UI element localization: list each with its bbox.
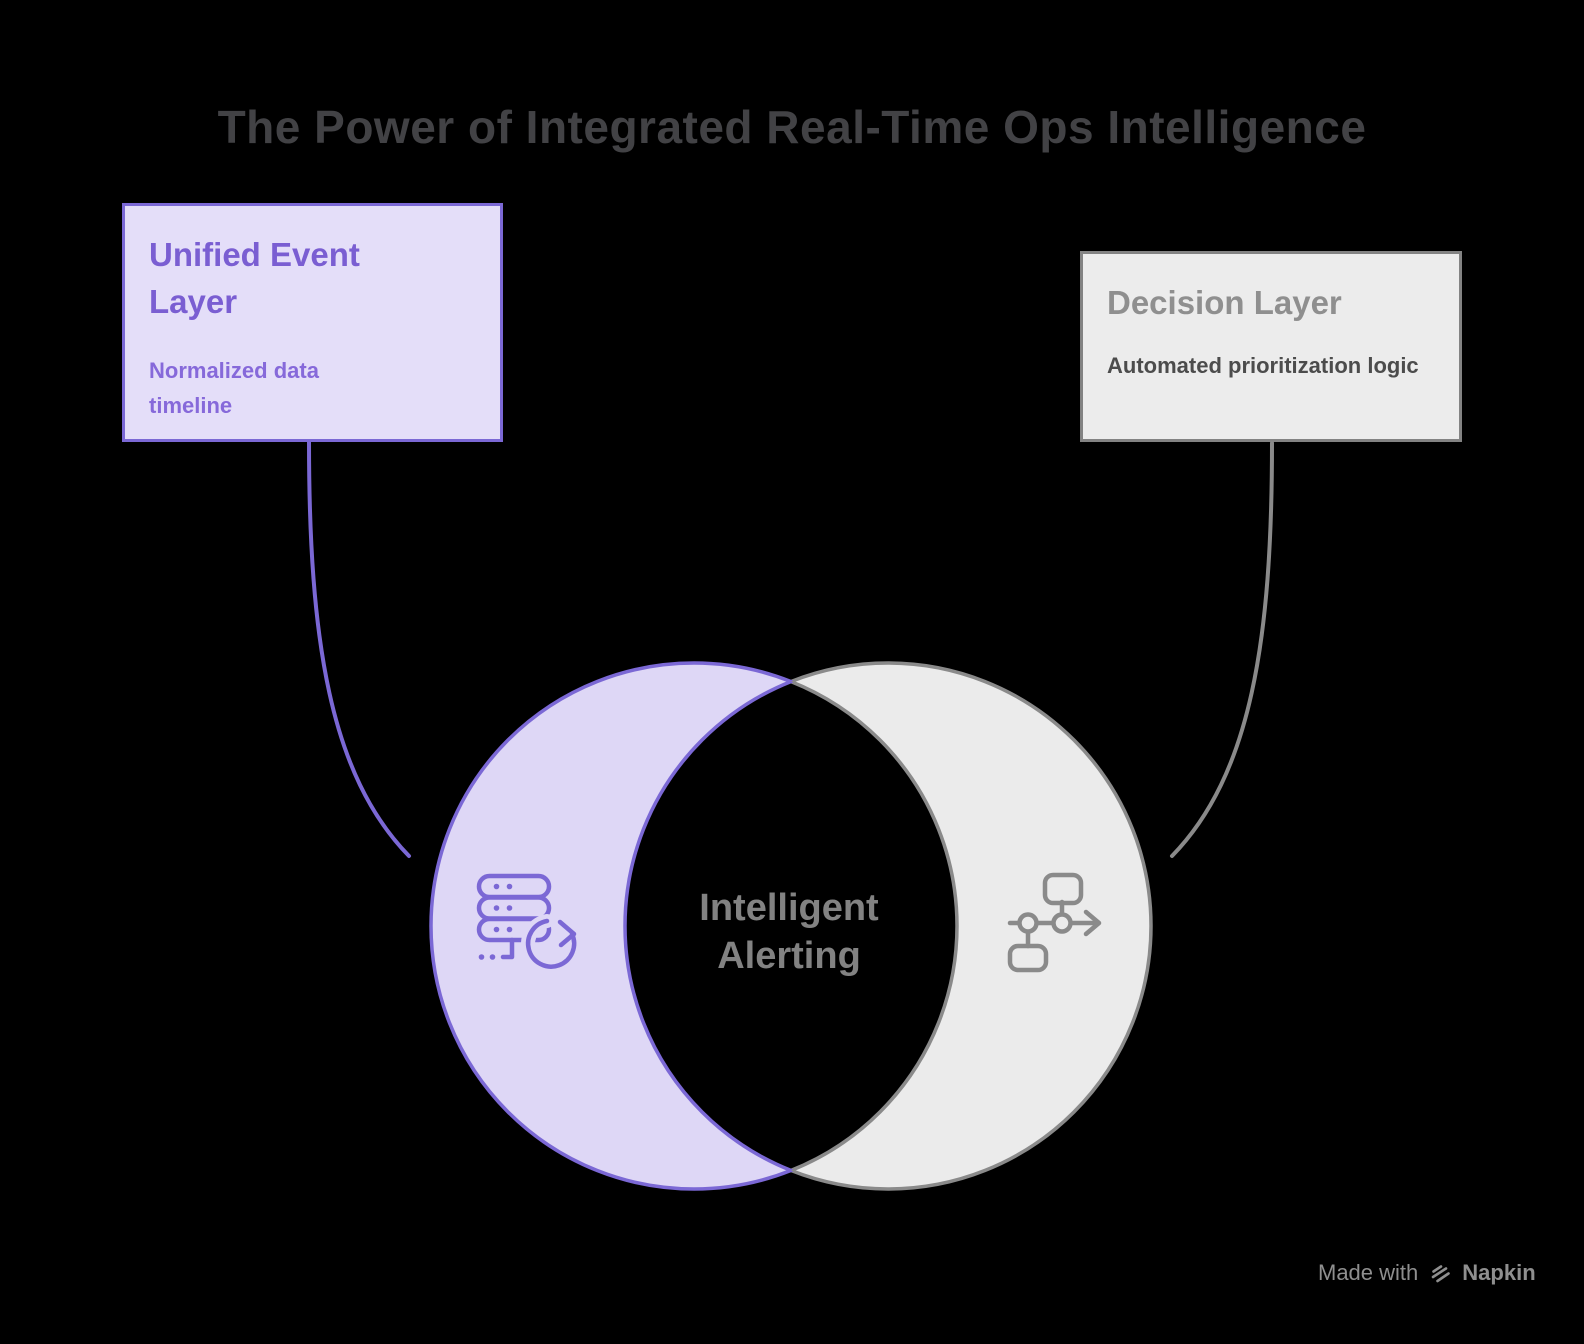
page-title: The Power of Integrated Real-Time Ops In… [217,101,1367,153]
decision-layer-heading: Decision Layer [1107,284,1342,321]
right-connector-line [1170,441,1274,858]
unified-event-layer-card: Unified Event Layer Normalized data time… [122,203,503,442]
unified-event-layer-subtitle: Normalized data timeline [149,357,319,419]
venn-right-crescent [625,663,1151,1189]
left-connector-line [307,440,411,858]
intersection-label-line2: Alerting [717,935,861,977]
decision-layer-card: Decision Layer Automated prioritization … [1080,251,1462,442]
watermark-prefix: Made with [1318,1260,1419,1285]
made-with-napkin-watermark: Made with Napkin [1318,1258,1536,1288]
unified-event-layer-heading: Unified Event Layer [149,236,360,320]
server-sync-icon [476,873,582,974]
workflow-icon [1007,872,1102,973]
venn-right-circle-inner-arc [623,663,957,1189]
napkin-logo-icon [1431,1265,1451,1283]
intersection-label-line1: Intelligent [699,887,879,929]
watermark-brand: Napkin [1462,1260,1536,1285]
decision-layer-subtitle: Automated prioritization logic [1107,352,1419,378]
intersection-label: Intelligent Alerting [589,884,989,980]
venn-left-circle-outline [429,661,959,1191]
